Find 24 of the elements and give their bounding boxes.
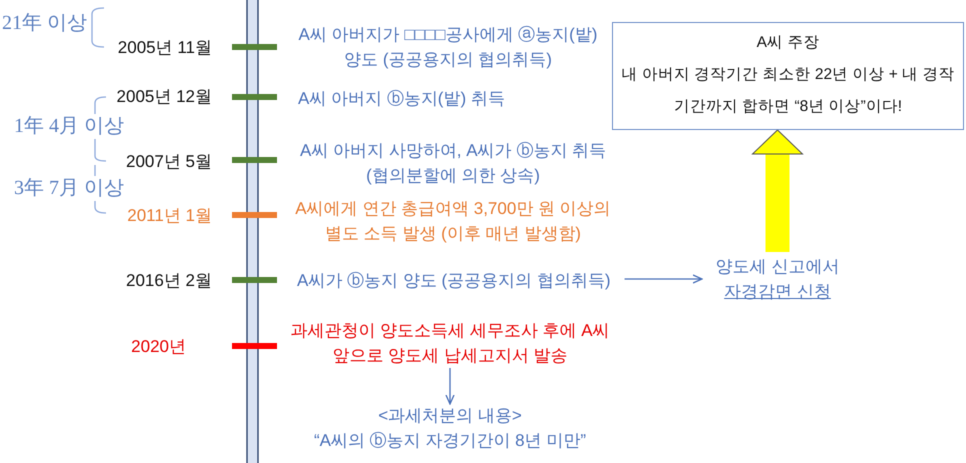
box-text: 내 아버지 경작기간 최소한 22년 이상 + 내 경작기간까지 합하면 “8년 이상”이다! xyxy=(620,65,956,117)
date-label: 2016년 2월 xyxy=(125,270,212,292)
event-text: 과세관청이 양도소득세 세무조사 후에 A씨 앞으로 양도세 납세고지서 발송 xyxy=(280,318,620,368)
date-label: 2005년 12월 xyxy=(116,86,212,108)
event-text: A씨가 ⓑ농지 양도 (공공용지의 협의취득) xyxy=(297,268,611,293)
note-text: 자경감면 신청 xyxy=(723,281,832,303)
arrow xyxy=(445,368,455,405)
date-label: 2005년 11월 xyxy=(116,37,212,59)
claim-box xyxy=(612,22,964,130)
date-label: 2007년 5월 xyxy=(125,151,212,173)
duration-note: 1年 4月 이상 xyxy=(14,114,124,139)
note-text: 양도세 신고에서 xyxy=(714,256,840,278)
note-text: <과세처분의 내용> xyxy=(377,405,523,427)
event-text: A씨 아버지가 □□□□공사에게 ⓐ농지(밭) 양도 (공공용지의 협의취득) xyxy=(298,24,598,71)
arrow xyxy=(624,274,703,284)
note-text: “A씨의 ⓑ농지 자경기간이 8년 미만” xyxy=(312,430,587,452)
duration-note: 3年 7月 이상 xyxy=(14,176,124,201)
date-label: 2020년 xyxy=(130,336,186,358)
box-heading: A씨 주장 xyxy=(756,33,820,53)
event-text: A씨 아버지 ⓑ농지(밭) 취득 xyxy=(298,88,506,110)
event-text: A씨에게 연간 총급여액 3,700만 원 이상의 별도 소득 발생 (이후 매년 발생함) xyxy=(294,198,612,245)
date-label: 2011년 1월 xyxy=(126,205,212,227)
block-arrow xyxy=(752,130,803,252)
event-text: A씨 아버지 사망하여, A씨가 ⓑ농지 취득 (협의분할에 의한 상속) xyxy=(298,140,608,187)
